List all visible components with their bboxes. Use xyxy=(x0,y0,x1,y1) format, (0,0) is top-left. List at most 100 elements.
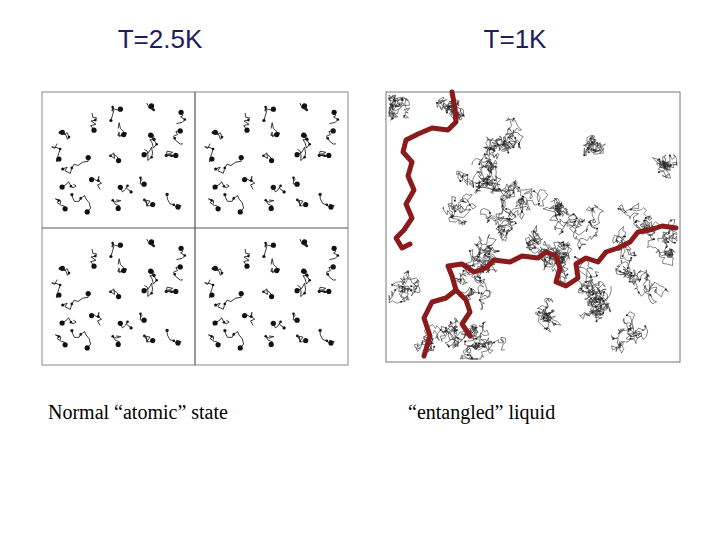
particle-bead xyxy=(521,211,523,213)
atom-bead xyxy=(63,206,68,211)
particle-bead xyxy=(454,200,456,202)
particle-bead xyxy=(472,326,474,328)
particle-bead xyxy=(489,212,491,214)
particle-bead xyxy=(638,291,640,293)
atom-bead xyxy=(116,206,121,211)
atom-bead xyxy=(303,156,306,159)
particle-path xyxy=(437,97,465,120)
atom-path xyxy=(225,195,244,212)
particle-bead xyxy=(533,231,535,233)
atom-bead xyxy=(306,274,309,277)
atom-bead xyxy=(326,289,331,294)
particle-bead xyxy=(468,295,470,297)
particle-bead xyxy=(649,294,651,296)
particle-bead xyxy=(658,158,660,160)
particle-bead xyxy=(513,146,515,148)
atom-bead xyxy=(179,110,184,115)
particle-bead xyxy=(636,220,638,222)
atom-bead xyxy=(277,132,280,135)
atom-path xyxy=(147,239,154,246)
particle-path xyxy=(481,180,523,226)
particle-bead xyxy=(555,205,557,207)
atom-bead xyxy=(303,338,308,343)
particle-bead xyxy=(407,271,409,273)
atom-bead xyxy=(70,193,73,196)
particle-bead xyxy=(514,137,516,139)
atom-bead xyxy=(61,303,64,306)
atom-bead xyxy=(269,206,274,211)
atom-bead xyxy=(244,128,249,133)
atom-bead xyxy=(328,341,333,346)
atom-bead xyxy=(308,279,311,282)
particle-bead xyxy=(460,279,462,281)
particle-bead xyxy=(526,242,528,244)
particle-bead xyxy=(505,208,507,210)
particle-bead xyxy=(547,314,549,316)
atom-bead xyxy=(116,158,121,163)
particle-bead xyxy=(477,256,479,258)
particle-bead xyxy=(560,205,562,207)
particle-bead xyxy=(592,208,594,210)
particle-bead xyxy=(561,261,563,263)
particle-bead xyxy=(462,114,464,116)
atom-bead xyxy=(178,264,183,269)
particle-bead xyxy=(402,99,404,101)
particle-bead xyxy=(544,259,546,261)
particle-bead xyxy=(478,252,480,254)
particle-bead xyxy=(618,208,620,210)
atom-path xyxy=(300,239,307,246)
atom-bead xyxy=(94,119,97,122)
atom-bead xyxy=(271,107,276,112)
atom-paths xyxy=(52,103,340,351)
atom-bead xyxy=(308,143,311,146)
atom-bead xyxy=(274,132,279,137)
atom-bead xyxy=(214,303,217,306)
particle-bead xyxy=(440,329,442,331)
particle-path xyxy=(543,199,577,235)
atom-bead xyxy=(247,119,250,122)
atom-bead xyxy=(150,292,153,295)
particle-bead xyxy=(591,142,593,144)
particle-path xyxy=(583,135,605,155)
atom-path xyxy=(72,331,91,348)
atom-bead xyxy=(250,315,253,318)
atom-path xyxy=(300,103,307,110)
atom-bead xyxy=(165,154,168,157)
atom-bead xyxy=(109,119,112,122)
particle-bead xyxy=(469,250,471,252)
particle-bead xyxy=(546,307,548,309)
particle-bead xyxy=(395,105,397,107)
atom-bead xyxy=(126,184,129,187)
particle-bead xyxy=(590,297,592,299)
particle-bead xyxy=(639,279,641,281)
particle-bead xyxy=(522,196,524,198)
atom-bead xyxy=(124,132,127,135)
panel-caption: Normal “atomic” state xyxy=(48,401,228,424)
particle-bead xyxy=(558,213,560,215)
particle-bead xyxy=(414,291,416,293)
atom-bead xyxy=(173,289,178,294)
atom-bead xyxy=(221,136,224,139)
atom-bead xyxy=(184,254,187,257)
atom-bead xyxy=(56,156,61,161)
atom-bead xyxy=(212,148,215,151)
atom-bead xyxy=(179,246,184,251)
particle-bead xyxy=(478,163,480,165)
atom-bead xyxy=(213,320,218,325)
particle-bead xyxy=(391,284,393,286)
atom-bead xyxy=(97,315,100,318)
particle-bead xyxy=(480,280,482,282)
particle-bead xyxy=(482,322,484,324)
atom-bead xyxy=(224,167,227,170)
particle-bead xyxy=(602,312,604,314)
particle-bead xyxy=(664,253,666,255)
particle-bead xyxy=(596,320,598,322)
particle-bead xyxy=(630,257,632,259)
atom-bead xyxy=(139,176,142,179)
particle-bead xyxy=(581,288,583,290)
particle-bead xyxy=(497,144,499,146)
atom-bead xyxy=(305,245,308,248)
atom-bead xyxy=(97,179,100,182)
particle-bead xyxy=(668,165,670,167)
particle-bead xyxy=(563,253,565,255)
